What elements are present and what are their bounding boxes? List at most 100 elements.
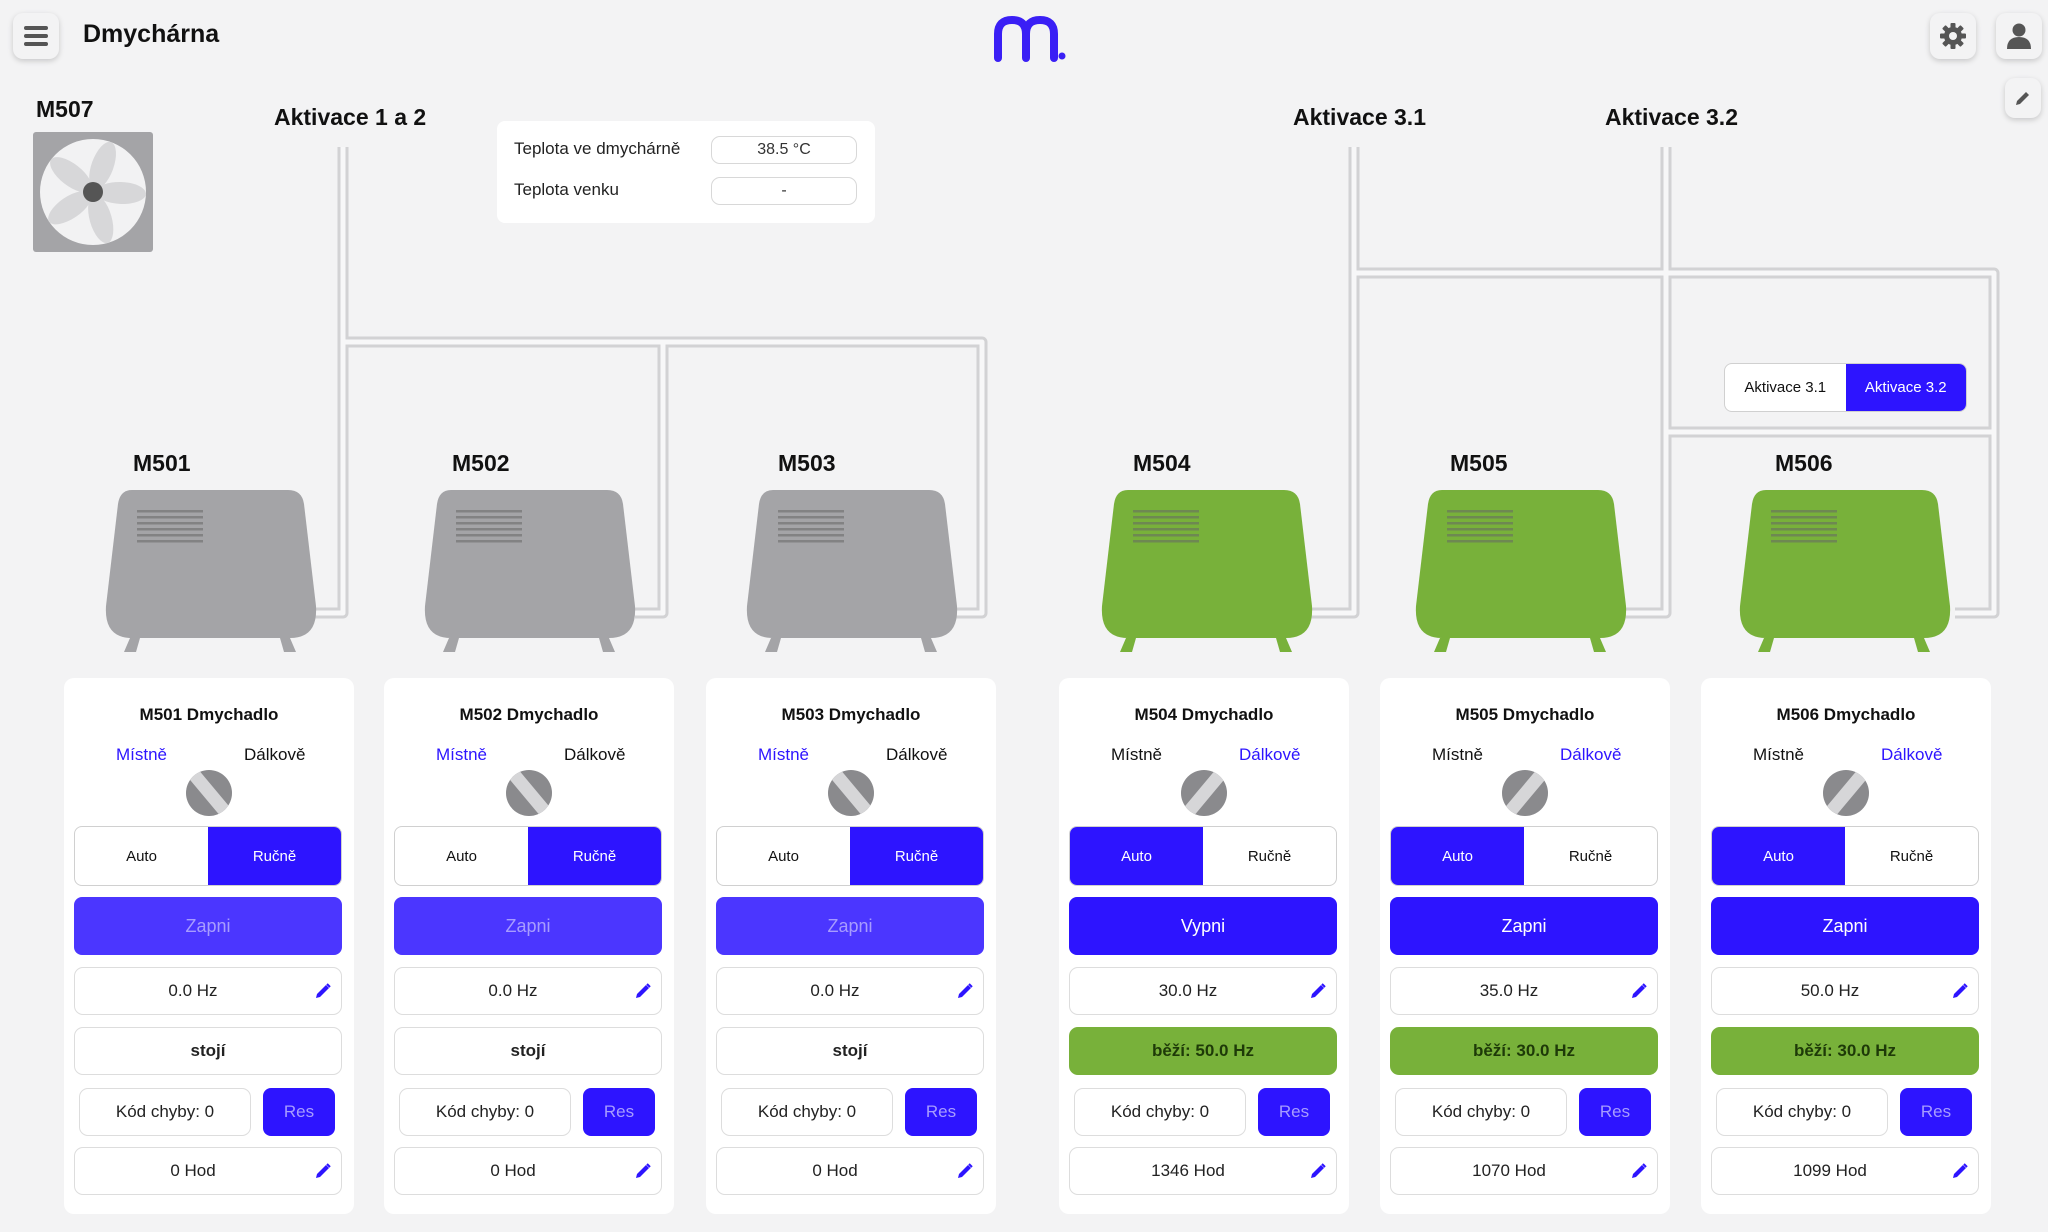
- frequency-field: 30.0 Hz: [1069, 967, 1337, 1015]
- auto-option[interactable]: Auto: [446, 847, 477, 865]
- auto-manual-toggle[interactable]: Auto Ručně: [1711, 826, 1979, 886]
- pencil-icon[interactable]: [1309, 1162, 1327, 1180]
- start-stop-button[interactable]: Vypni: [1069, 897, 1337, 955]
- mode-selector-knob: [1181, 770, 1227, 816]
- error-code: Kód chyby: 0: [1074, 1088, 1246, 1136]
- manual-option[interactable]: Ručně: [208, 827, 341, 885]
- auto-option[interactable]: Auto: [126, 847, 157, 865]
- blower-name: M503: [778, 450, 836, 476]
- pencil-icon: [2016, 92, 2029, 105]
- pencil-icon[interactable]: [314, 982, 332, 1000]
- frequency-value: 0.0 Hz: [168, 981, 218, 1000]
- manual-option[interactable]: Ručně: [528, 827, 661, 885]
- card-title: M502 Dmychadlo: [459, 705, 599, 724]
- auto-option[interactable]: Auto: [1391, 827, 1524, 885]
- hours-value: 1346 Hod: [1151, 1161, 1225, 1180]
- activation-3-1-option[interactable]: Aktivace 3.1: [1744, 379, 1827, 396]
- user-button[interactable]: [1996, 13, 2042, 59]
- reset-button[interactable]: Res: [1258, 1088, 1330, 1136]
- auto-option[interactable]: Auto: [1070, 827, 1203, 885]
- blower-graphic[interactable]: [100, 488, 322, 657]
- manual-option[interactable]: Ručně: [1889, 847, 1934, 865]
- start-stop-button[interactable]: Zapni: [74, 897, 342, 955]
- edit-layout-button[interactable]: [2005, 78, 2041, 118]
- reset-button[interactable]: Res: [905, 1088, 977, 1136]
- blower-name: M502: [452, 450, 510, 476]
- manual-option[interactable]: Ručně: [1247, 847, 1292, 865]
- error-code: Kód chyby: 0: [1716, 1088, 1888, 1136]
- hamburger-icon: [24, 22, 48, 50]
- remote-mode-label: Dálkově: [1881, 745, 1943, 764]
- hours-value: 0 Hod: [812, 1161, 858, 1180]
- hours-value: 1070 Hod: [1472, 1161, 1546, 1180]
- auto-manual-toggle[interactable]: Auto Ručně: [1390, 826, 1658, 886]
- activation-1-2-label: Aktivace 1 a 2: [274, 104, 427, 130]
- pencil-icon[interactable]: [1630, 982, 1648, 1000]
- local-mode-label: Místně: [758, 745, 810, 764]
- remote-mode-label: Dálkově: [1560, 745, 1622, 764]
- pencil-icon[interactable]: [634, 982, 652, 1000]
- temperature-panel: Teplota ve dmychárně 38.5 °C Teplota ven…: [497, 121, 875, 223]
- start-stop-button[interactable]: Zapni: [716, 897, 984, 955]
- blower-graphic[interactable]: [419, 488, 641, 657]
- auto-option[interactable]: Auto: [768, 847, 799, 865]
- pencil-icon[interactable]: [314, 1162, 332, 1180]
- frequency-value: 35.0 Hz: [1479, 981, 1539, 1000]
- frequency-field: 50.0 Hz: [1711, 967, 1979, 1015]
- fan-icon[interactable]: [33, 132, 153, 252]
- auto-manual-toggle[interactable]: Auto Ručně: [74, 826, 342, 886]
- local-mode-label: Místně: [1753, 745, 1805, 764]
- start-stop-button[interactable]: Zapni: [394, 897, 662, 955]
- hours-value: 0 Hod: [170, 1161, 216, 1180]
- frequency-field: 0.0 Hz: [394, 967, 662, 1015]
- auto-manual-toggle[interactable]: Auto Ručně: [1069, 826, 1337, 886]
- reset-button[interactable]: Res: [263, 1088, 335, 1136]
- pencil-icon[interactable]: [1630, 1162, 1648, 1180]
- activation-3-2-option[interactable]: Aktivace 3.2: [1845, 364, 1966, 411]
- start-stop-button[interactable]: Zapni: [1390, 897, 1658, 955]
- card-title: M505 Dmychadlo: [1455, 705, 1595, 724]
- reset-button[interactable]: Res: [583, 1088, 655, 1136]
- hours-field: 1099 Hod: [1711, 1147, 1979, 1195]
- pencil-icon[interactable]: [956, 1162, 974, 1180]
- manual-option[interactable]: Ručně: [1568, 847, 1613, 865]
- page-title: Dmychárna: [83, 20, 220, 48]
- frequency-field: 0.0 Hz: [716, 967, 984, 1015]
- menu-button[interactable]: [13, 13, 59, 59]
- mode-selector-knob: [186, 770, 232, 816]
- blower-graphic[interactable]: [741, 488, 963, 657]
- manual-option[interactable]: Ručně: [850, 827, 983, 885]
- reset-button[interactable]: Res: [1900, 1088, 1972, 1136]
- blower-graphic[interactable]: [1410, 488, 1632, 657]
- auto-manual-toggle[interactable]: Auto Ručně: [394, 826, 662, 886]
- hours-field: 0 Hod: [394, 1147, 662, 1195]
- blower-graphic[interactable]: [1734, 488, 1956, 657]
- pencil-icon[interactable]: [1951, 1162, 1969, 1180]
- m507-title: M507: [36, 96, 94, 122]
- remote-mode-label: Dálkově: [886, 745, 948, 764]
- logo: [994, 15, 1066, 62]
- card-title: M504 Dmychadlo: [1134, 705, 1274, 724]
- blower-name: M504: [1133, 450, 1191, 476]
- start-stop-button[interactable]: Zapni: [1711, 897, 1979, 955]
- pencil-icon[interactable]: [956, 982, 974, 1000]
- auto-manual-toggle[interactable]: Auto Ručně: [716, 826, 984, 886]
- settings-button[interactable]: [1930, 13, 1976, 59]
- pencil-icon[interactable]: [1309, 982, 1327, 1000]
- inside-temp-value: 38.5 °C: [711, 136, 857, 164]
- blower-graphic[interactable]: [1096, 488, 1318, 657]
- activation-toggle[interactable]: Aktivace 3.1 Aktivace 3.2: [1724, 363, 1967, 412]
- local-mode-label: Místně: [1432, 745, 1484, 764]
- reset-button[interactable]: Res: [1579, 1088, 1651, 1136]
- pencil-icon[interactable]: [1951, 982, 1969, 1000]
- user-icon: [2007, 23, 2031, 49]
- frequency-value: 0.0 Hz: [810, 981, 860, 1000]
- auto-option[interactable]: Auto: [1712, 827, 1845, 885]
- pencil-icon[interactable]: [634, 1162, 652, 1180]
- local-mode-label: Místně: [116, 745, 168, 764]
- hours-value: 0 Hod: [490, 1161, 536, 1180]
